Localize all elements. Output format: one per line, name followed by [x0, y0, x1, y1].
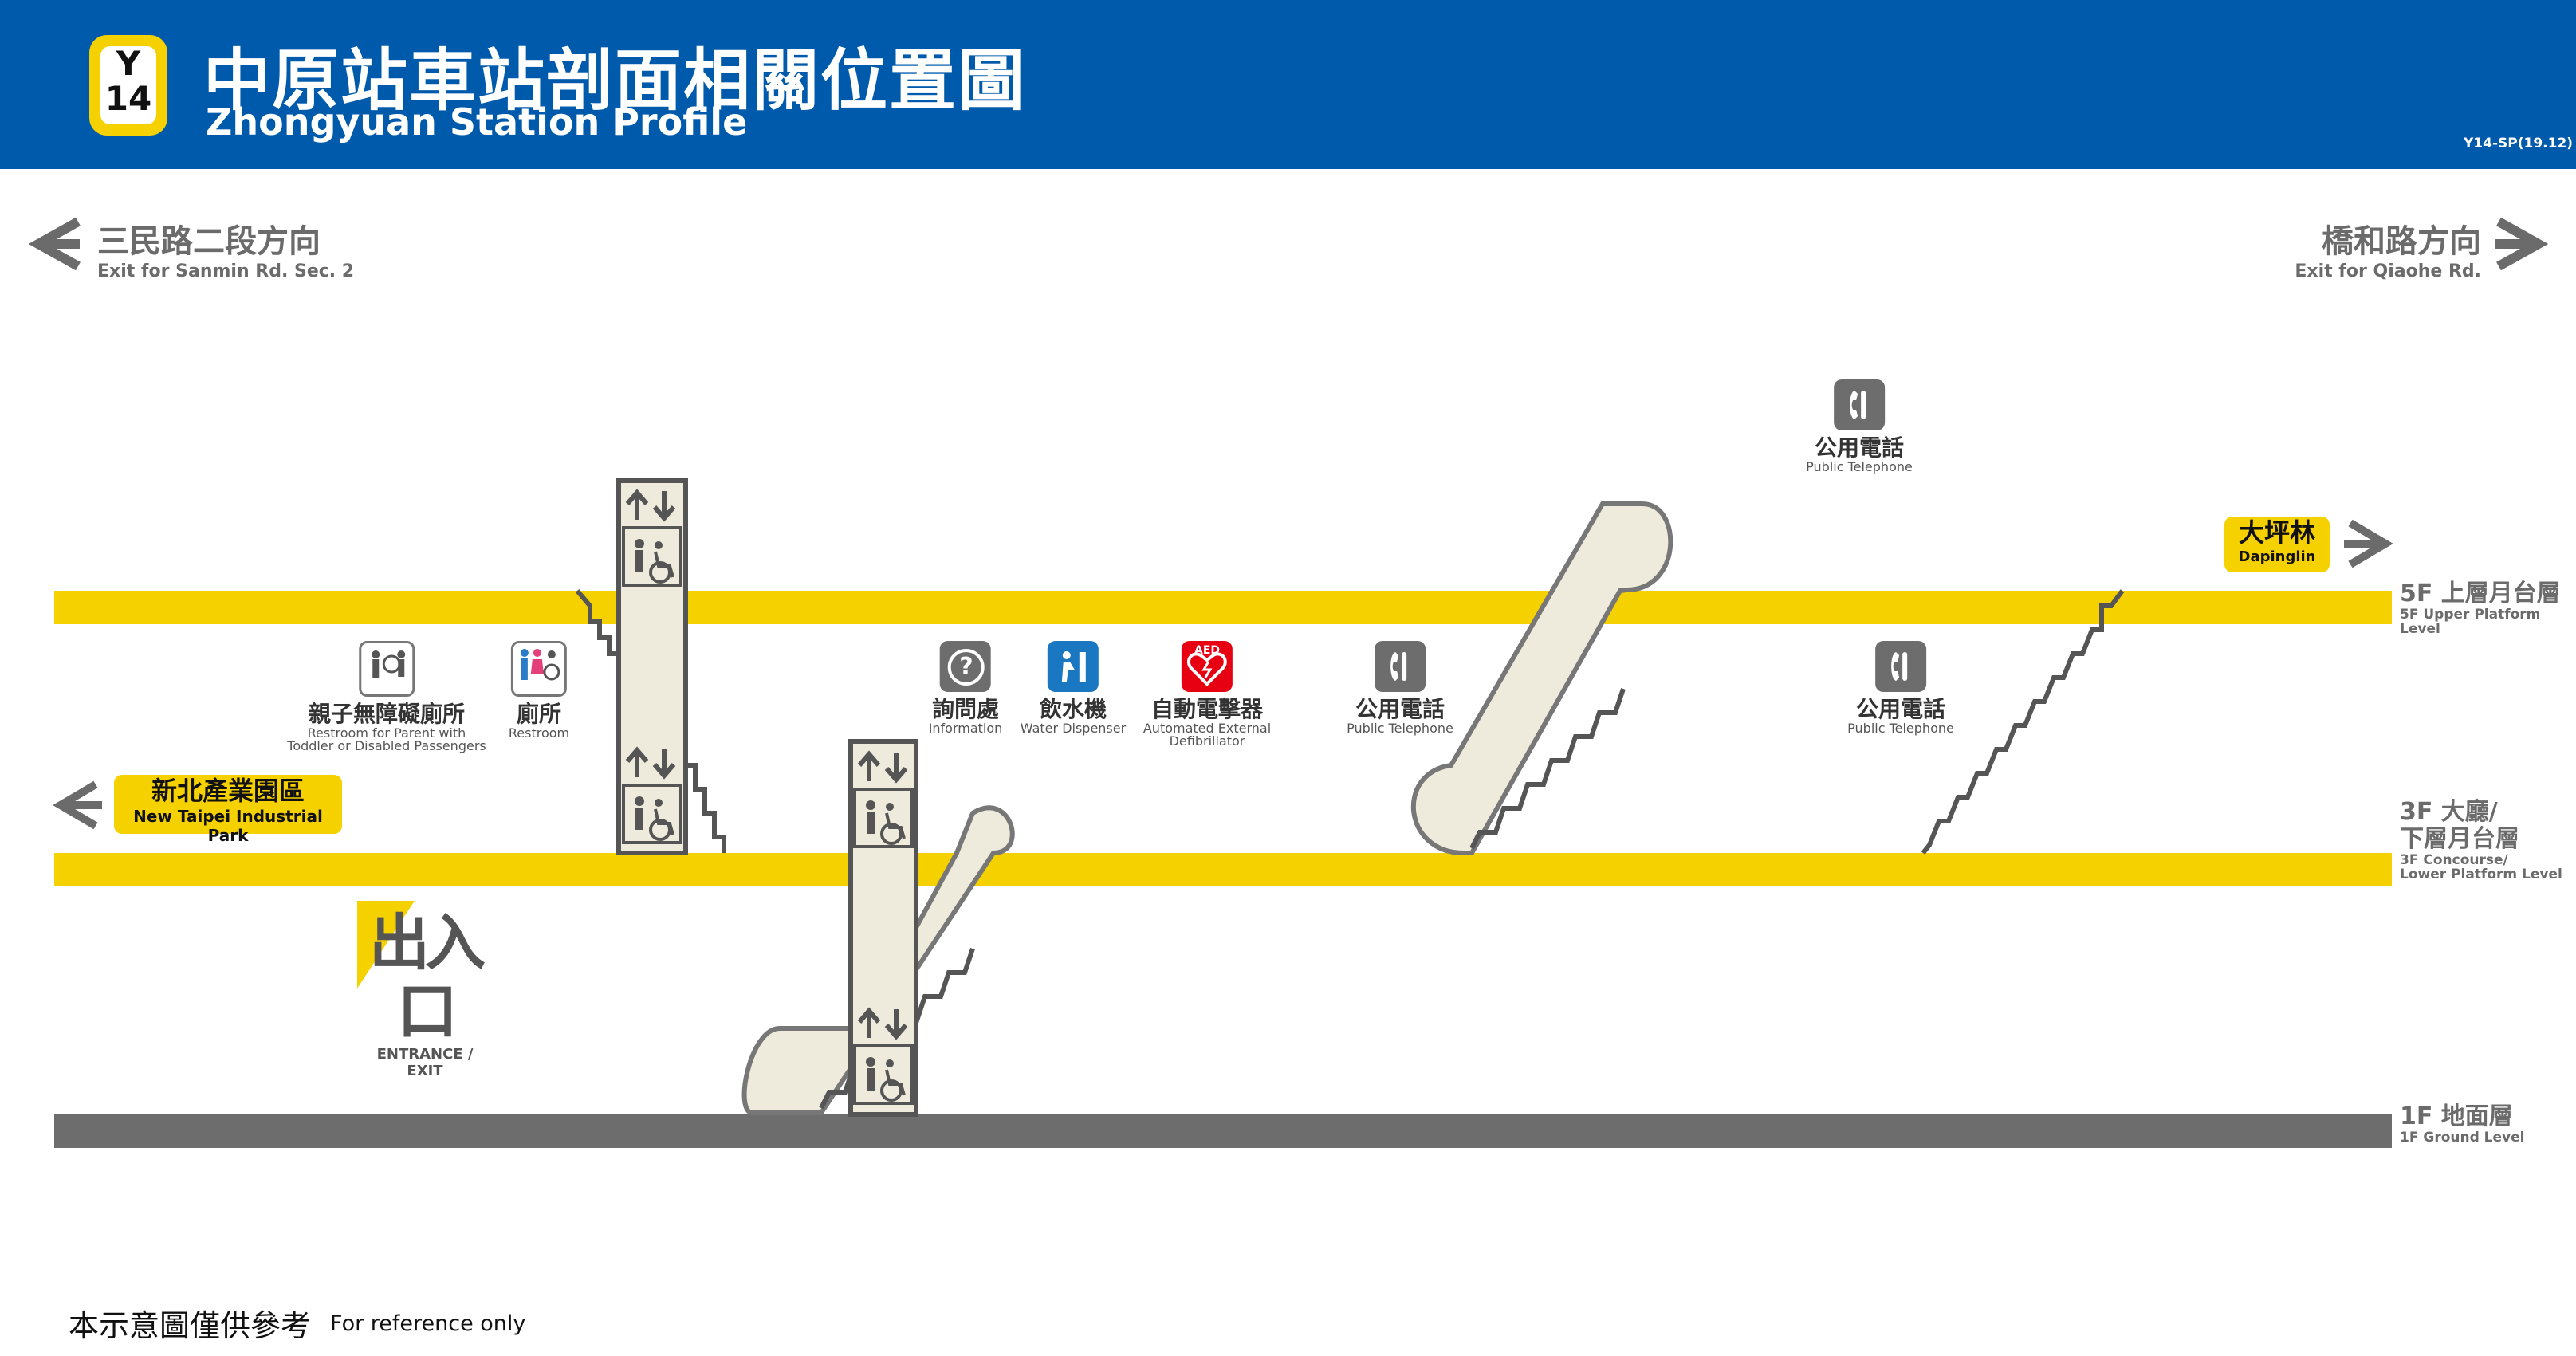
entrance-exit: 出入口 ENTRANCE / EXIT — [369, 907, 486, 1080]
level-3f-label: 3F 大廳/ 下層月台層 3F Concourse/ Lower Platfor… — [2400, 798, 2562, 882]
concourse-bar — [54, 853, 2392, 886]
stairs-right — [1921, 589, 2125, 855]
dapinglin-arrow-icon — [2344, 519, 2393, 568]
right-exit-label: 橋和路方向 Exit for Qiaohe Rd. — [2295, 223, 2481, 281]
family-restroom-icon — [359, 641, 415, 697]
entrance-exit-icon — [357, 901, 415, 989]
public-telephone-3f-right: 公用電話 Public Telephone — [1847, 641, 1954, 735]
industrial-park-arrow-icon — [53, 780, 102, 830]
disclaimer-zh: 本示意圖僅供參考 — [69, 1308, 312, 1343]
upper-platform-bar — [54, 591, 2392, 624]
public-telephone-5f: 公用電話 Public Telephone — [1806, 379, 1913, 474]
dapinglin-label: 大坪林 Dapinglin — [2224, 517, 2330, 572]
water-dispenser: 飲水機 Water Dispenser — [1021, 641, 1126, 735]
header-bar: Y 14 中原站車站剖面相關位置圖 Zhongyuan Station Prof… — [0, 0, 2576, 169]
left-exit-arrow-icon — [28, 217, 81, 271]
water-dispenser-icon — [1047, 641, 1099, 692]
industrial-park-label: 新北產業園區 New Taipei Industrial Park — [114, 775, 342, 845]
disclaimer-en: For reference only — [330, 1311, 526, 1336]
level-1f-label: 1F 地面層 1F Ground Level — [2400, 1102, 2525, 1146]
information: ? 詢問處 Information — [929, 641, 1002, 735]
station-number: 14 — [104, 79, 152, 118]
left-exit-label: 三民路二段方向 Exit for Sanmin Rd. Sec. 2 — [97, 223, 355, 281]
telephone-icon — [1374, 641, 1426, 692]
stairs-left — [575, 589, 726, 853]
page-title: 中原站車站剖面相關位置圖 — [203, 41, 1027, 120]
elevator-center — [848, 739, 918, 1117]
restroom-icon — [511, 641, 567, 697]
information-icon: ? — [940, 641, 991, 692]
family-restroom: 親子無障礙廁所 Restroom for Parent with Toddler… — [287, 641, 486, 753]
level-5f-label: 5F 上層月台層 5F Upper Platform Level — [2400, 580, 2561, 637]
restroom: 廁所 Restroom — [509, 641, 569, 740]
right-exit-arrow-icon — [2495, 217, 2549, 271]
line-code: Y — [116, 44, 141, 83]
elevator-left — [616, 478, 688, 855]
document-code: Y14-SP(19.12) — [2464, 136, 2574, 151]
line-badge: Y 14 — [89, 35, 167, 136]
telephone-icon — [1833, 379, 1885, 430]
ground-level-bar — [54, 1114, 2392, 1148]
public-telephone-3f-center: 公用電話 Public Telephone — [1347, 641, 1453, 735]
escalator-upper — [1410, 501, 1673, 855]
telephone-icon — [1874, 641, 1926, 692]
page-subtitle: Zhongyuan Station Profile — [206, 100, 748, 143]
aed-icon: AED — [1182, 641, 1233, 692]
aed: AED 自動電擊器 Automated External Defibrillat… — [1143, 641, 1271, 748]
